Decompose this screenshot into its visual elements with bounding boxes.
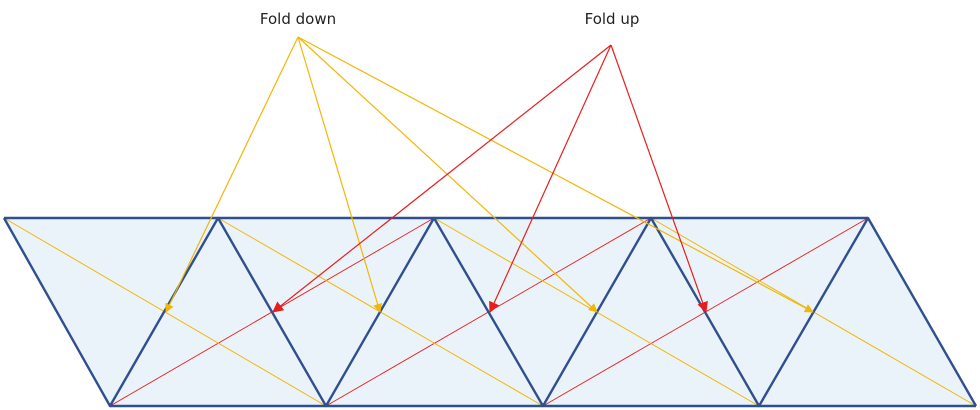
fold-up-arrow <box>489 44 612 314</box>
fold-up-label: Fold up <box>585 10 640 28</box>
fold-down-arrow <box>165 36 299 313</box>
fold-down-arrow <box>297 36 814 313</box>
fold-down-label: Fold down <box>260 10 336 28</box>
fold-up-arrow <box>610 44 708 314</box>
fold-down-arrows <box>165 36 814 313</box>
fold-up-arrow <box>272 44 612 313</box>
fold-up-arrows <box>272 44 708 314</box>
fold-down-arrow <box>297 36 382 313</box>
